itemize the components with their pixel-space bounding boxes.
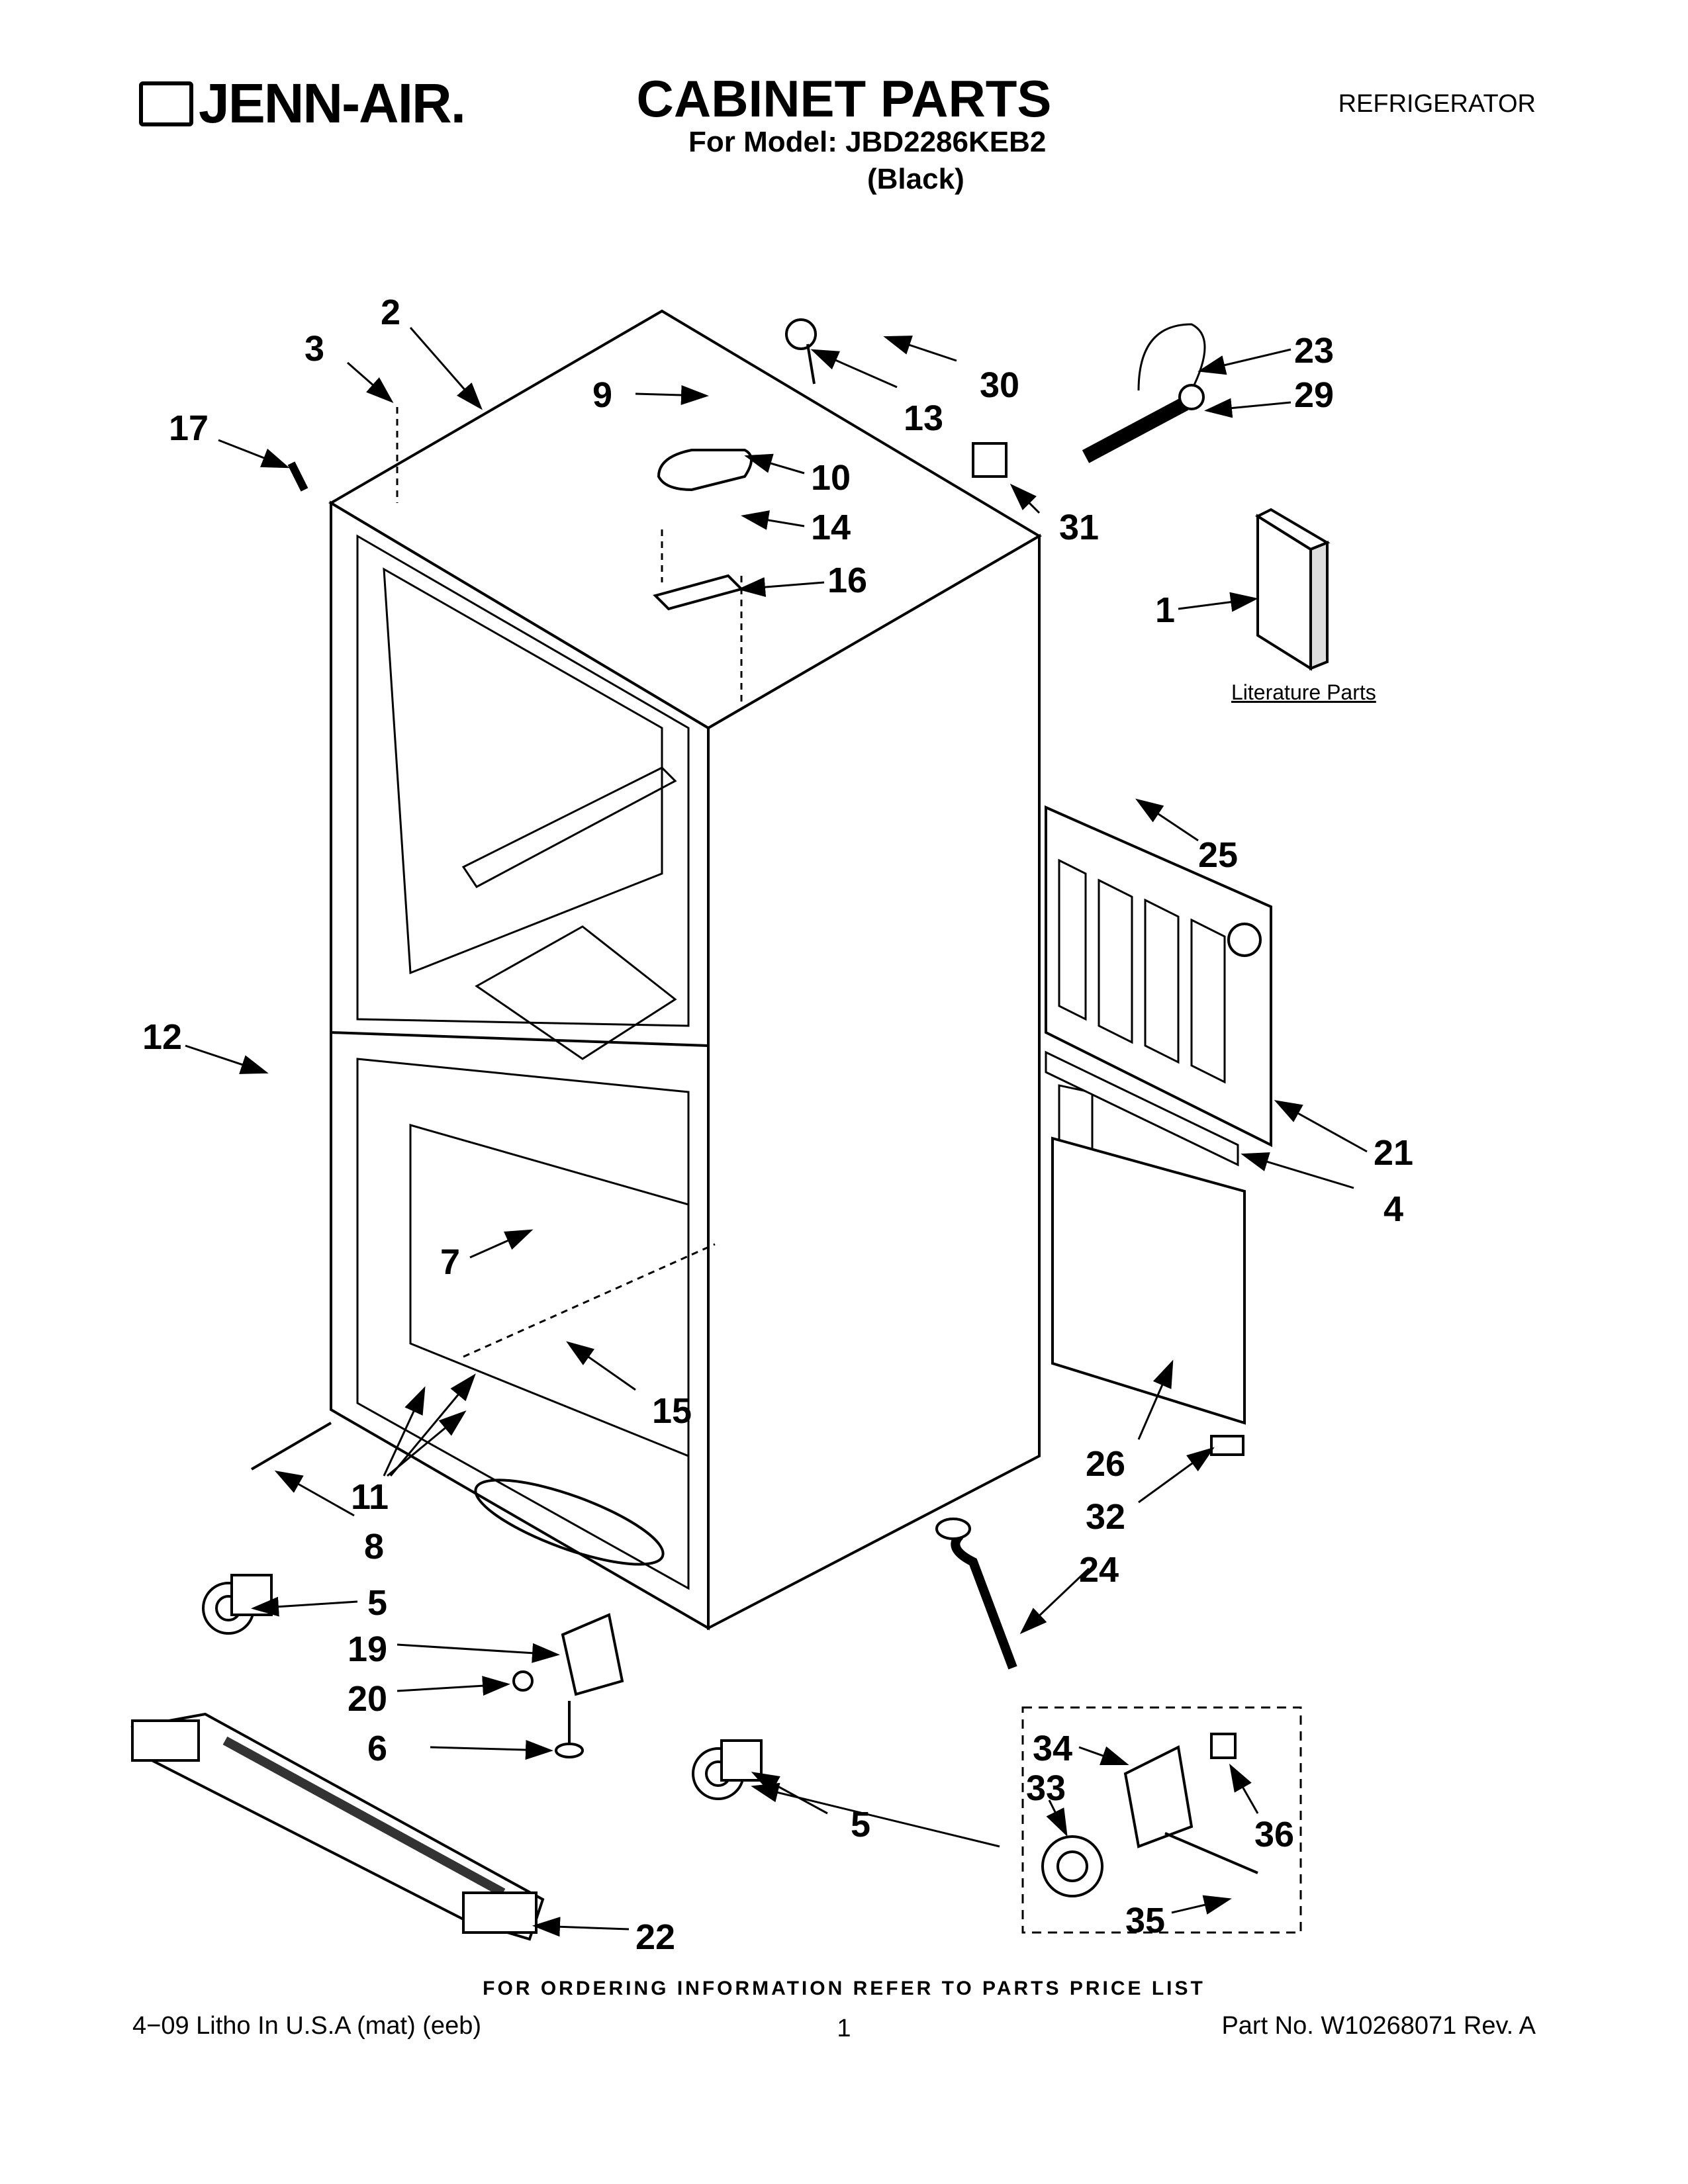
lower-panel <box>1051 1136 1246 1425</box>
wire-harness <box>935 1518 1017 1670</box>
callout-5b: 5 <box>851 1805 870 1844</box>
callout-5a: 5 <box>367 1583 387 1623</box>
callout-36: 36 <box>1254 1815 1294 1854</box>
model-variant: (Black) <box>867 163 964 195</box>
brand-name: JENN-AIR. <box>199 72 466 134</box>
page-number: 1 <box>837 2015 851 2042</box>
callout-4: 4 <box>1383 1189 1403 1229</box>
callout-1: 1 <box>1155 590 1175 630</box>
callout-12: 12 <box>142 1017 182 1057</box>
callout-16: 16 <box>827 561 867 600</box>
cover-32 <box>1210 1435 1244 1456</box>
page-title: CABINET PARTS <box>636 69 1052 128</box>
callout-32: 32 <box>1086 1497 1125 1537</box>
callout-10: 10 <box>811 458 851 498</box>
brand-logo: JENN-AIR. <box>139 71 466 136</box>
callout-29: 29 <box>1294 375 1334 415</box>
roller-right <box>692 1739 763 1800</box>
callout-22: 22 <box>635 1917 675 1957</box>
callout-20: 20 <box>348 1679 387 1719</box>
roller-left <box>202 1574 273 1635</box>
callout-33: 33 <box>1026 1768 1066 1808</box>
callout-11: 11 <box>351 1477 389 1517</box>
callout-35: 35 <box>1125 1901 1165 1940</box>
callout-24: 24 <box>1079 1550 1119 1590</box>
callout-26: 26 <box>1086 1444 1125 1484</box>
callout-30: 30 <box>980 365 1019 405</box>
callout-3: 3 <box>305 329 324 369</box>
callout-9: 9 <box>592 375 612 415</box>
callout-34: 34 <box>1033 1729 1072 1768</box>
callout-7: 7 <box>440 1242 460 1282</box>
panel-strip <box>1045 1050 1239 1167</box>
literature-parts-label: Literature Parts <box>1231 680 1376 704</box>
callout-14: 14 <box>811 508 851 547</box>
literature-book <box>1254 508 1331 671</box>
wheel-assembly-box <box>1021 1706 1302 1934</box>
model-subtitle: For Model: JBD2286KEB2 <box>688 126 1047 158</box>
callout-25: 25 <box>1198 835 1238 875</box>
callout-6: 6 <box>367 1729 387 1768</box>
wheel-assembly <box>1041 1733 1258 1897</box>
callout-23: 23 <box>1294 331 1334 371</box>
callout-8: 8 <box>364 1527 384 1567</box>
callout-labels: 1 2 3 4 5 5 6 7 8 9 10 11 12 13 14 15 16… <box>142 293 1413 1957</box>
rear-grille-panel <box>1045 805 1272 1246</box>
jenn-air-logo-icon <box>139 81 193 126</box>
leveling-bracket <box>512 1613 624 1758</box>
clip-part <box>972 442 1008 478</box>
callout-17: 17 <box>169 408 209 448</box>
ordering-note: FOR ORDERING INFORMATION REFER TO PARTS … <box>483 1978 1205 1999</box>
bracket-13 <box>785 318 817 385</box>
leader-lines <box>185 327 1368 1937</box>
callout-13: 13 <box>904 398 943 438</box>
callout-15: 15 <box>652 1391 692 1431</box>
part-number: Part No. W10268071 Rev. A <box>1221 2012 1536 2040</box>
water-tube <box>1082 323 1206 463</box>
print-info: 4−09 Litho In U.S.A (mat) (eeb) <box>132 2012 481 2040</box>
callout-31: 31 <box>1059 508 1099 547</box>
toe-grille <box>130 1712 545 1941</box>
callout-19: 19 <box>348 1629 387 1669</box>
callout-2: 2 <box>381 293 400 332</box>
cabinet-body <box>328 309 1042 1631</box>
callout-21: 21 <box>1374 1133 1413 1173</box>
category-label: REFRIGERATOR <box>1338 90 1536 118</box>
top-hinge <box>653 449 753 611</box>
